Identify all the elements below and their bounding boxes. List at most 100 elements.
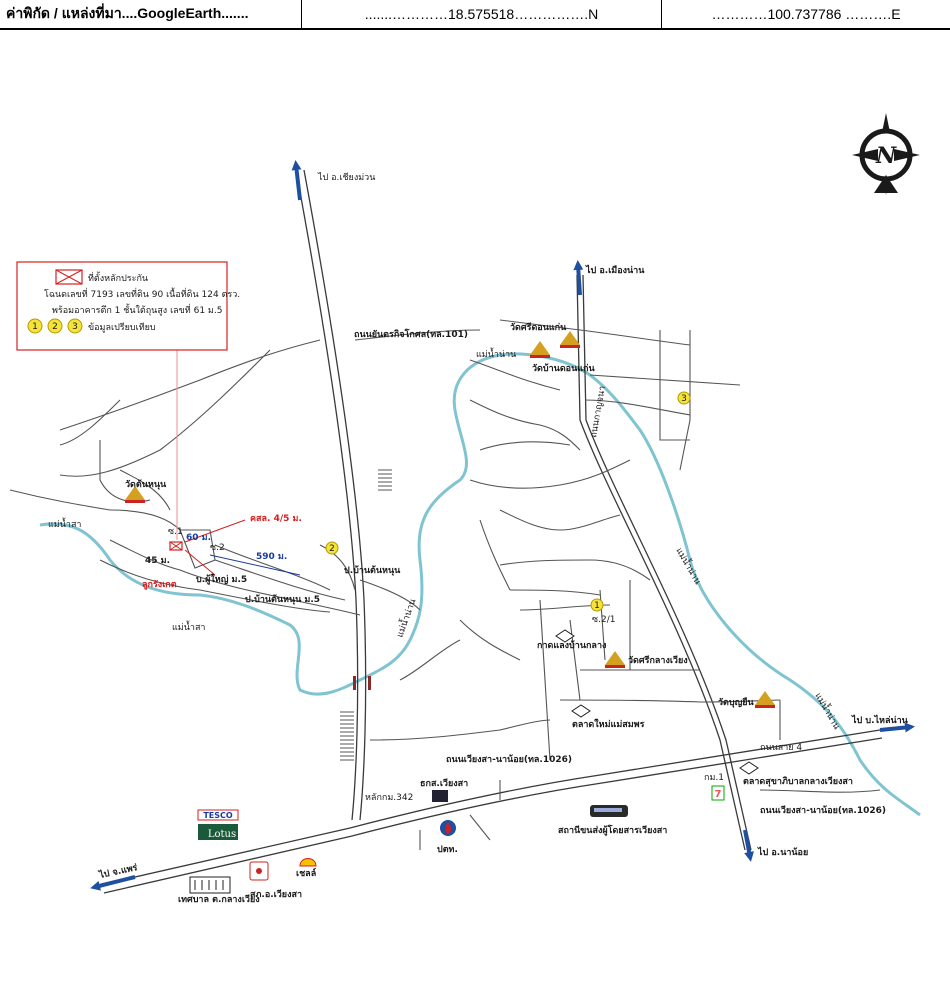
- label-p21: ซ.2/1: [592, 615, 615, 625]
- label-road-1026: ถนนเวียงสา-นาน้อย(ทล.1026): [446, 754, 572, 765]
- temple-icon: [530, 341, 550, 358]
- svg-text:TESCO: TESCO: [203, 811, 233, 820]
- label-river-6: แม่น้ำน่าน: [812, 690, 843, 731]
- label-dist-45: 45 ม.: [145, 556, 170, 566]
- location-source-label: ค่าพิกัด / แหล่งที่มา....GoogleEarth....…: [0, 0, 302, 28]
- collateral-location: [169, 519, 246, 576]
- arrow-phrae-icon: [90, 875, 136, 891]
- svg-text:3: 3: [681, 394, 687, 404]
- label-ban-ton-hun-m5: ป.บ้านต้นหนุน ม.5: [245, 594, 320, 605]
- minor-roads: [9, 319, 881, 850]
- svg-text:1: 1: [32, 322, 38, 332]
- label-river-2: แม่น้ำสา: [172, 620, 206, 633]
- label-wat-si-don-kaen: วัดศรีดอนแก่น: [510, 322, 567, 333]
- comparison-marker-3: 3: [677, 391, 691, 405]
- road-north-south: [576, 274, 752, 851]
- svg-text:7: 7: [715, 789, 722, 800]
- label-wat-ton-hun: วัดต้นหนุน: [125, 479, 167, 490]
- comparison-marker-2: 2: [325, 541, 339, 555]
- longitude-value: …………100.737786 ……….E: [711, 6, 901, 22]
- coordinate-header: ค่าพิกัด / แหล่งที่มา....GoogleEarth....…: [0, 0, 950, 30]
- arrow-nanoi-icon: [743, 829, 755, 862]
- svg-text:1: 1: [594, 601, 600, 611]
- legend-line-1: ที่ตั้งหลักประกัน: [88, 271, 148, 284]
- temples: [125, 331, 775, 708]
- market-icon: [555, 629, 575, 643]
- label-km342: หลักกม.342: [365, 793, 413, 803]
- arrow-north-icon: [291, 160, 302, 201]
- legend-marker-2: 2: [47, 318, 63, 334]
- label-kanchana: ถนนกาญจนา: [589, 385, 608, 438]
- arrow-muang-nan-icon: [573, 260, 584, 296]
- bridge-icon: [368, 676, 371, 690]
- label-wat-ban-don-kaen: วัดบ้านดอนแก่น: [532, 363, 595, 374]
- label-river-1: แม่น้ำสา: [48, 517, 82, 530]
- svg-text:Lotus: Lotus: [208, 829, 236, 840]
- label-road-4: ถนนสาย 4: [760, 743, 802, 753]
- collateral-symbol-icon: [55, 269, 83, 285]
- label-ptt: ปตท.: [437, 844, 458, 855]
- hatch-blocks: [340, 469, 392, 761]
- label-phu-yai: บ.ผู้ใหญ่ ม.5: [196, 573, 247, 585]
- svg-text:2: 2: [52, 322, 58, 332]
- label-to-east: ไป บ.ไหล่น่าน: [851, 714, 909, 726]
- temple-icon: [125, 486, 145, 503]
- legend-line-3: พร้อมอาคารตึก 1 ชั้นใต้ถุนสูง เลขที่ 61 …: [52, 303, 222, 316]
- direction-arrows: [90, 160, 915, 891]
- label-road-1026-b: ถนนเวียงสา-นาน้อย(ทล.1026): [760, 805, 886, 816]
- legend-box: ที่ตั้งหลักประกัน โฉนดเลขที่ 7193 เลขที่…: [16, 261, 240, 351]
- bus-icon: [590, 805, 628, 817]
- label-sk: สภ.อ.เวียงสา: [250, 889, 302, 900]
- label-to-muang-nan: ไป อ.เมืองน่าน: [585, 264, 645, 276]
- market-icon: [739, 761, 759, 775]
- label-lung-kat: ลูกรังเกต: [142, 579, 177, 590]
- svg-text:N: N: [875, 143, 897, 169]
- police-icon: [249, 861, 269, 881]
- landmarks: TESCO Lotus 7: [189, 629, 759, 894]
- comparison-marker-1: 1: [590, 598, 604, 612]
- label-wat-si-kham: วัดศรีกลางเวียง: [628, 655, 688, 666]
- label-ban-klang: กาดแลงบ้านกลาง: [537, 640, 606, 651]
- svg-text:2: 2: [329, 544, 335, 554]
- label-p2: ซ.2: [210, 543, 225, 553]
- legend-marker-3: 3: [67, 318, 83, 334]
- building-icon: [189, 876, 231, 894]
- legend-line-2: โฉนดเลขที่ 7193 เลขที่ดิน 90 เนื้อที่ดิน…: [44, 287, 240, 300]
- svg-text:3: 3: [72, 322, 78, 332]
- label-km1: กม.1: [704, 773, 724, 783]
- legend-line-4: ข้อมูลเปรียบเทียบ: [88, 322, 156, 333]
- ptt-icon: [440, 820, 456, 836]
- temple-icon: [755, 691, 775, 708]
- legend-marker-1: 1: [27, 318, 43, 334]
- label-to-nanoi: ไป อ.นาน้อย: [757, 846, 808, 858]
- highway-1026: [99, 729, 883, 894]
- river-sa: [39, 352, 921, 817]
- seven-eleven-icon: 7: [711, 785, 725, 801]
- highway-101: [295, 169, 367, 821]
- shell-icon: [299, 858, 317, 867]
- label-kasl: คสล. 4/5 ม.: [250, 514, 302, 524]
- label-to-north: ไป อ.เชียงม่วน: [317, 172, 375, 183]
- rivers: [39, 352, 921, 817]
- label-shell: เชลล์: [296, 867, 316, 879]
- label-talad-mai: ตลาดใหม่แม่สมพร: [572, 718, 645, 730]
- label-river-3: แม่น้ำน่าน: [476, 347, 516, 360]
- label-road-101: ถนนยันตรกิจโกศล(ทล.101): [354, 328, 468, 340]
- label-dist-590: 590 ม.: [256, 552, 287, 562]
- label-tesban: เทศบาล ต.กลางเวียง: [178, 894, 260, 905]
- arrow-east-icon: [879, 722, 915, 733]
- label-ban-ton-hun: ป.บ้านต้นหนุน: [344, 565, 401, 576]
- temple-icon: [605, 651, 625, 668]
- label-talad-sukha: ตลาดสุขาภิบาลกลางเวียงสา: [743, 776, 853, 787]
- label-dist-60: 60 ม.: [186, 533, 211, 543]
- latitude-value: .......…………18.575518…………….N: [302, 0, 662, 28]
- distance-line: [209, 554, 301, 576]
- label-rtk: ธกส.เวียงสา: [420, 778, 468, 789]
- temple-icon: [560, 331, 580, 348]
- tesco-lotus-logo: TESCO Lotus: [197, 809, 239, 840]
- bridge-icon: [353, 676, 356, 690]
- label-bus-station: สถานีขนส่งผู้โดยสารเวียงสา: [558, 824, 667, 836]
- market-icon: [571, 704, 591, 718]
- bank-icon: [432, 790, 448, 802]
